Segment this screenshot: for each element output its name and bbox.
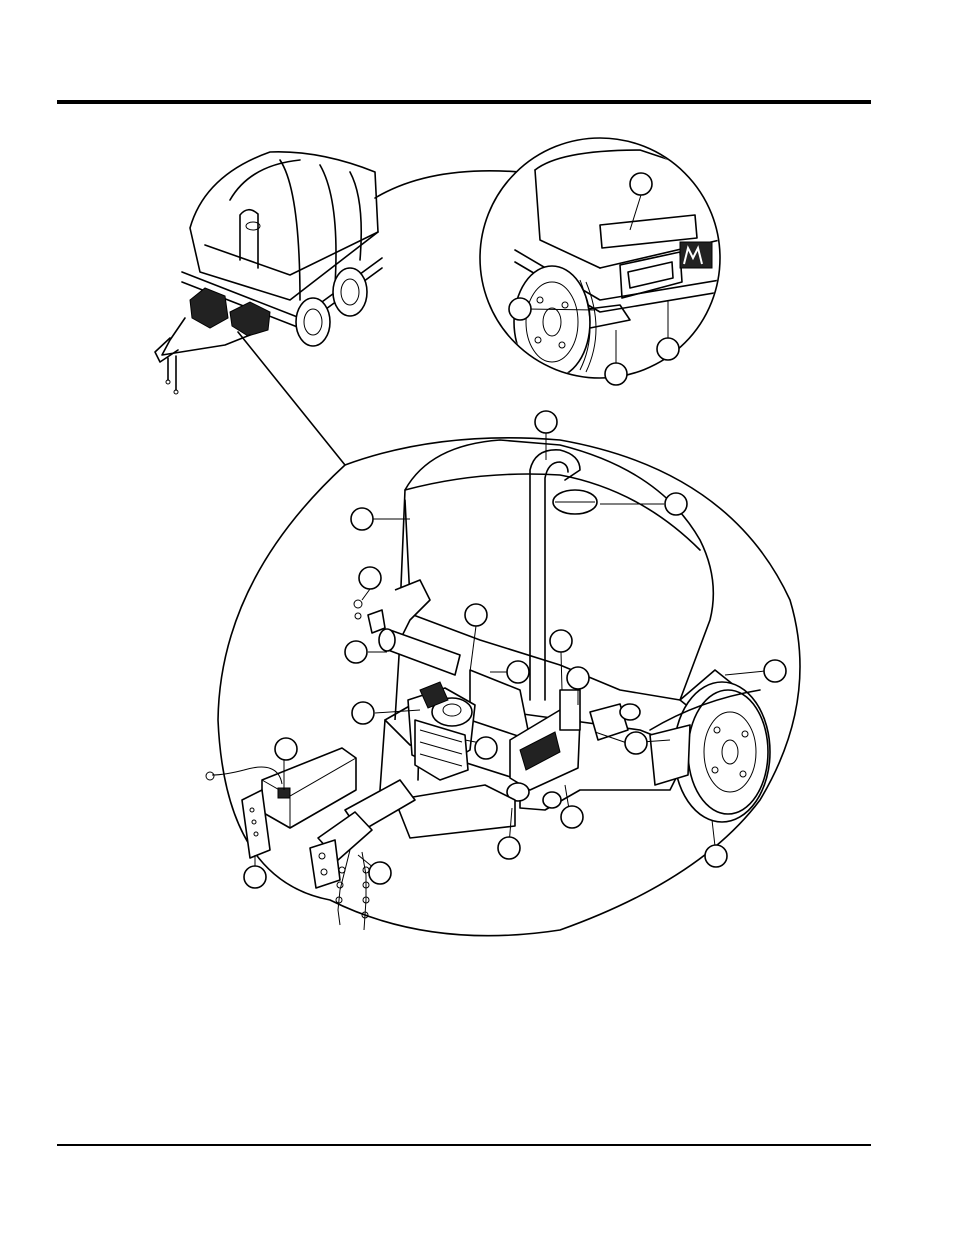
callout-marker [665,493,687,515]
callout-marker [561,806,583,828]
callout-marker [625,732,647,754]
mq-logo [680,242,712,268]
callout-marker [352,702,374,724]
callout-marker [507,661,529,683]
callout-marker [275,738,297,760]
callout-marker [345,641,367,663]
callout-marker [351,508,373,530]
trailer-overview-drawing [155,152,382,394]
callout-marker [764,660,786,682]
callout-marker [605,363,627,385]
callout-marker [244,866,266,888]
callout-marker [550,630,572,652]
callout-marker [359,567,381,589]
callout-marker [567,667,589,689]
callout-marker [369,862,391,884]
callout-marker [509,298,531,320]
callout-marker [630,173,652,195]
rear-wheel-detail-drawing [480,138,720,378]
callout-marker [498,837,520,859]
callout-marker [475,737,497,759]
callout-marker [705,845,727,867]
main-view-leader [238,332,345,465]
callout-marker [657,338,679,360]
callout-marker [535,411,557,433]
callout-marker [465,604,487,626]
